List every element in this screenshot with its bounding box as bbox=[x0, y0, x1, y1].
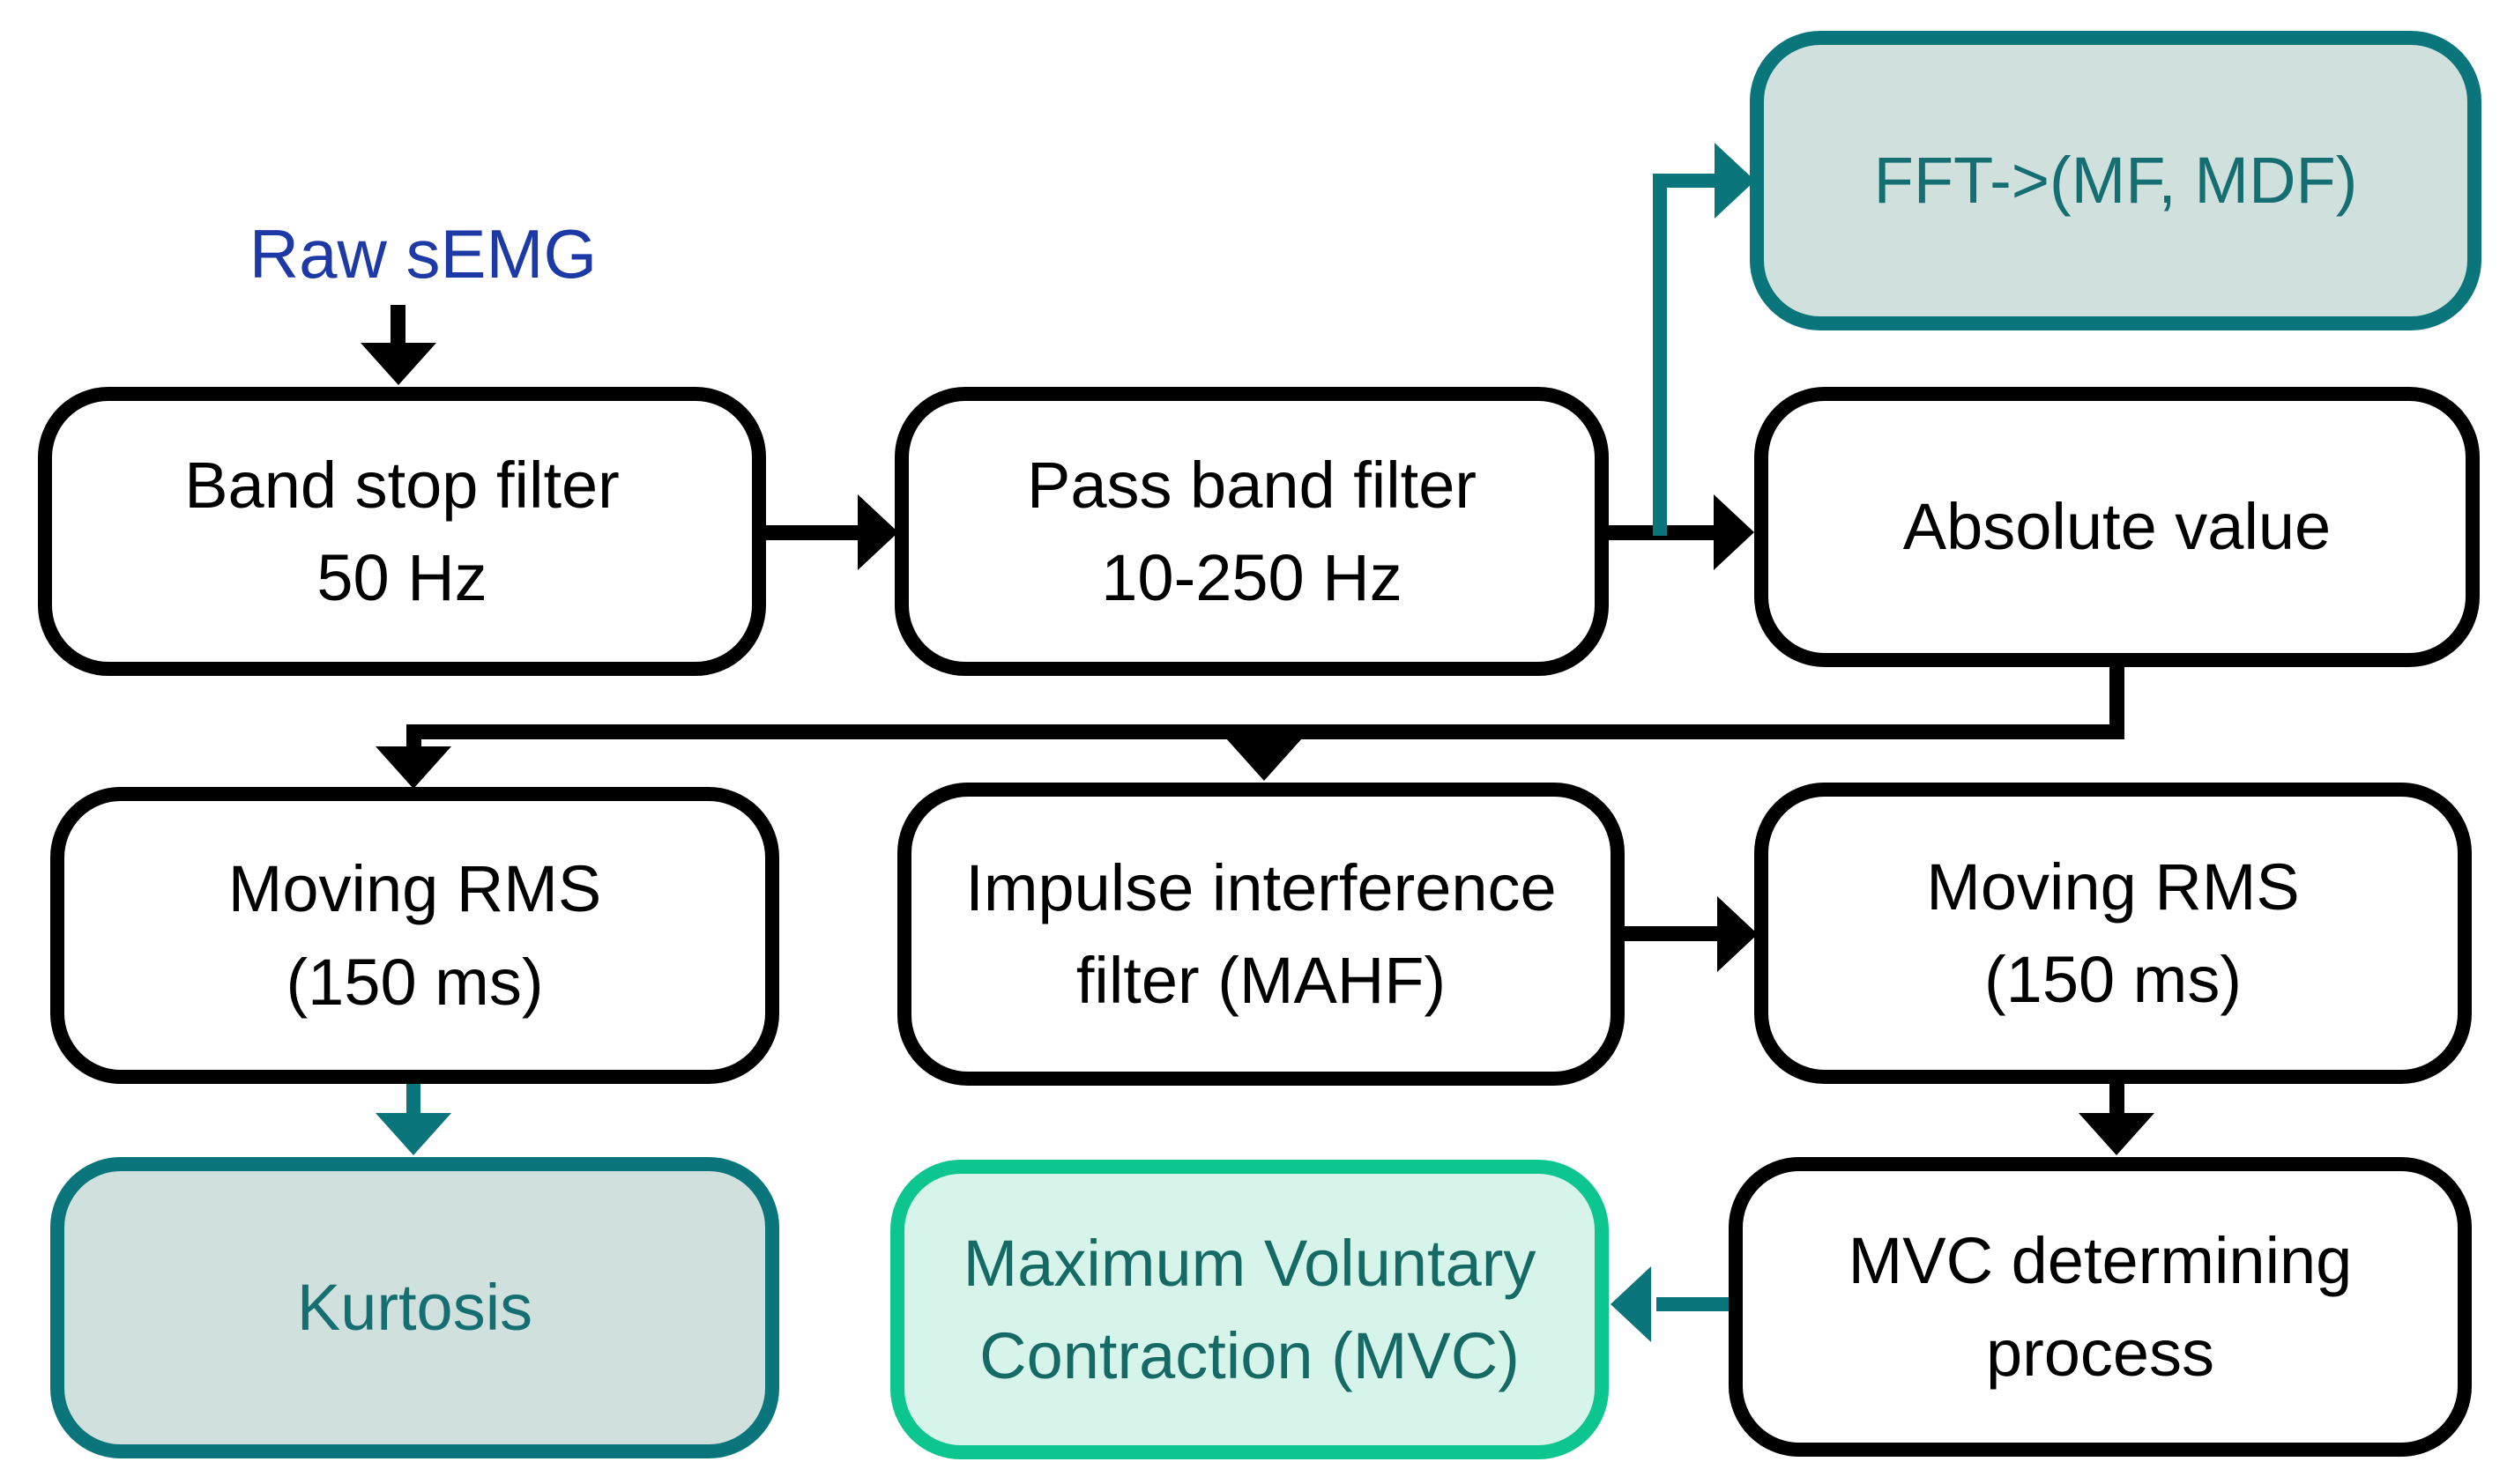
node-impulse-interference-filter: Impulse interference filter (MAHF) bbox=[897, 783, 1625, 1086]
connector-movingrms-mvcprocess-line bbox=[2109, 1082, 2124, 1119]
arrowhead-right-teal-icon bbox=[1715, 143, 1755, 219]
connector-absolute-drop-line bbox=[2109, 663, 2124, 731]
connector-distribution-hline bbox=[406, 724, 2124, 739]
node-moving-rms-right: Moving RMS (150 ms) bbox=[1754, 783, 2472, 1084]
node-absolute-value-label: Absolute value bbox=[1902, 490, 2332, 564]
arrowhead-right-icon bbox=[858, 494, 898, 570]
connector-impulse-movingrms-line bbox=[1625, 926, 1717, 941]
node-fft-label: FFT->(MF, MDF) bbox=[1873, 144, 2358, 218]
arrowhead-right-icon bbox=[1717, 896, 1758, 972]
node-band-stop-filter: Band stop filter 50 Hz bbox=[38, 387, 766, 676]
arrowhead-down-icon bbox=[376, 746, 451, 789]
node-impulse-interference-filter-label: Impulse interference filter (MAHF) bbox=[965, 850, 1557, 1017]
node-absolute-value: Absolute value bbox=[1754, 387, 2480, 667]
node-maximum-voluntary-contraction-label: Maximum Voluntary Contraction (MVC) bbox=[963, 1226, 1536, 1392]
connector-passband-fft-vline bbox=[1653, 174, 1667, 536]
node-moving-rms-right-label: Moving RMS (150 ms) bbox=[1926, 850, 2300, 1016]
arrowhead-down-teal-icon bbox=[376, 1113, 451, 1155]
arrowhead-down-icon bbox=[1226, 738, 1302, 781]
connector-bandstop-passband-line bbox=[763, 525, 862, 540]
connector-movingrms-kurtosis-line bbox=[406, 1082, 420, 1122]
node-moving-rms-left: Moving RMS (150 ms) bbox=[50, 787, 779, 1084]
node-band-stop-filter-label: Band stop filter 50 Hz bbox=[184, 448, 620, 614]
connector-rawsemg-bandstop-line bbox=[391, 305, 405, 353]
node-mvc-determining-process: MVC determining process bbox=[1729, 1157, 2472, 1457]
raw-semg-label: Raw sEMG bbox=[249, 215, 598, 293]
node-moving-rms-left-label: Moving RMS (150 ms) bbox=[227, 852, 602, 1019]
arrowhead-down-icon bbox=[361, 343, 436, 385]
connector-mvcprocess-mvc-line bbox=[1656, 1297, 1730, 1311]
node-maximum-voluntary-contraction: Maximum Voluntary Contraction (MVC) bbox=[890, 1160, 1609, 1459]
node-kurtosis-label: Kurtosis bbox=[296, 1271, 533, 1345]
node-kurtosis: Kurtosis bbox=[50, 1157, 779, 1458]
arrowhead-left-teal-icon bbox=[1611, 1266, 1651, 1342]
node-pass-band-filter: Pass band filter 10-250 Hz bbox=[895, 387, 1609, 676]
node-mvc-determining-process-label: MVC determining process bbox=[1848, 1223, 2353, 1390]
connector-passband-fft-hline bbox=[1653, 174, 1715, 188]
node-fft: FFT->(MF, MDF) bbox=[1750, 31, 2481, 330]
node-pass-band-filter-label: Pass band filter 10-250 Hz bbox=[1026, 448, 1477, 614]
arrowhead-right-icon bbox=[1714, 494, 1754, 570]
arrowhead-down-icon bbox=[2079, 1113, 2154, 1155]
